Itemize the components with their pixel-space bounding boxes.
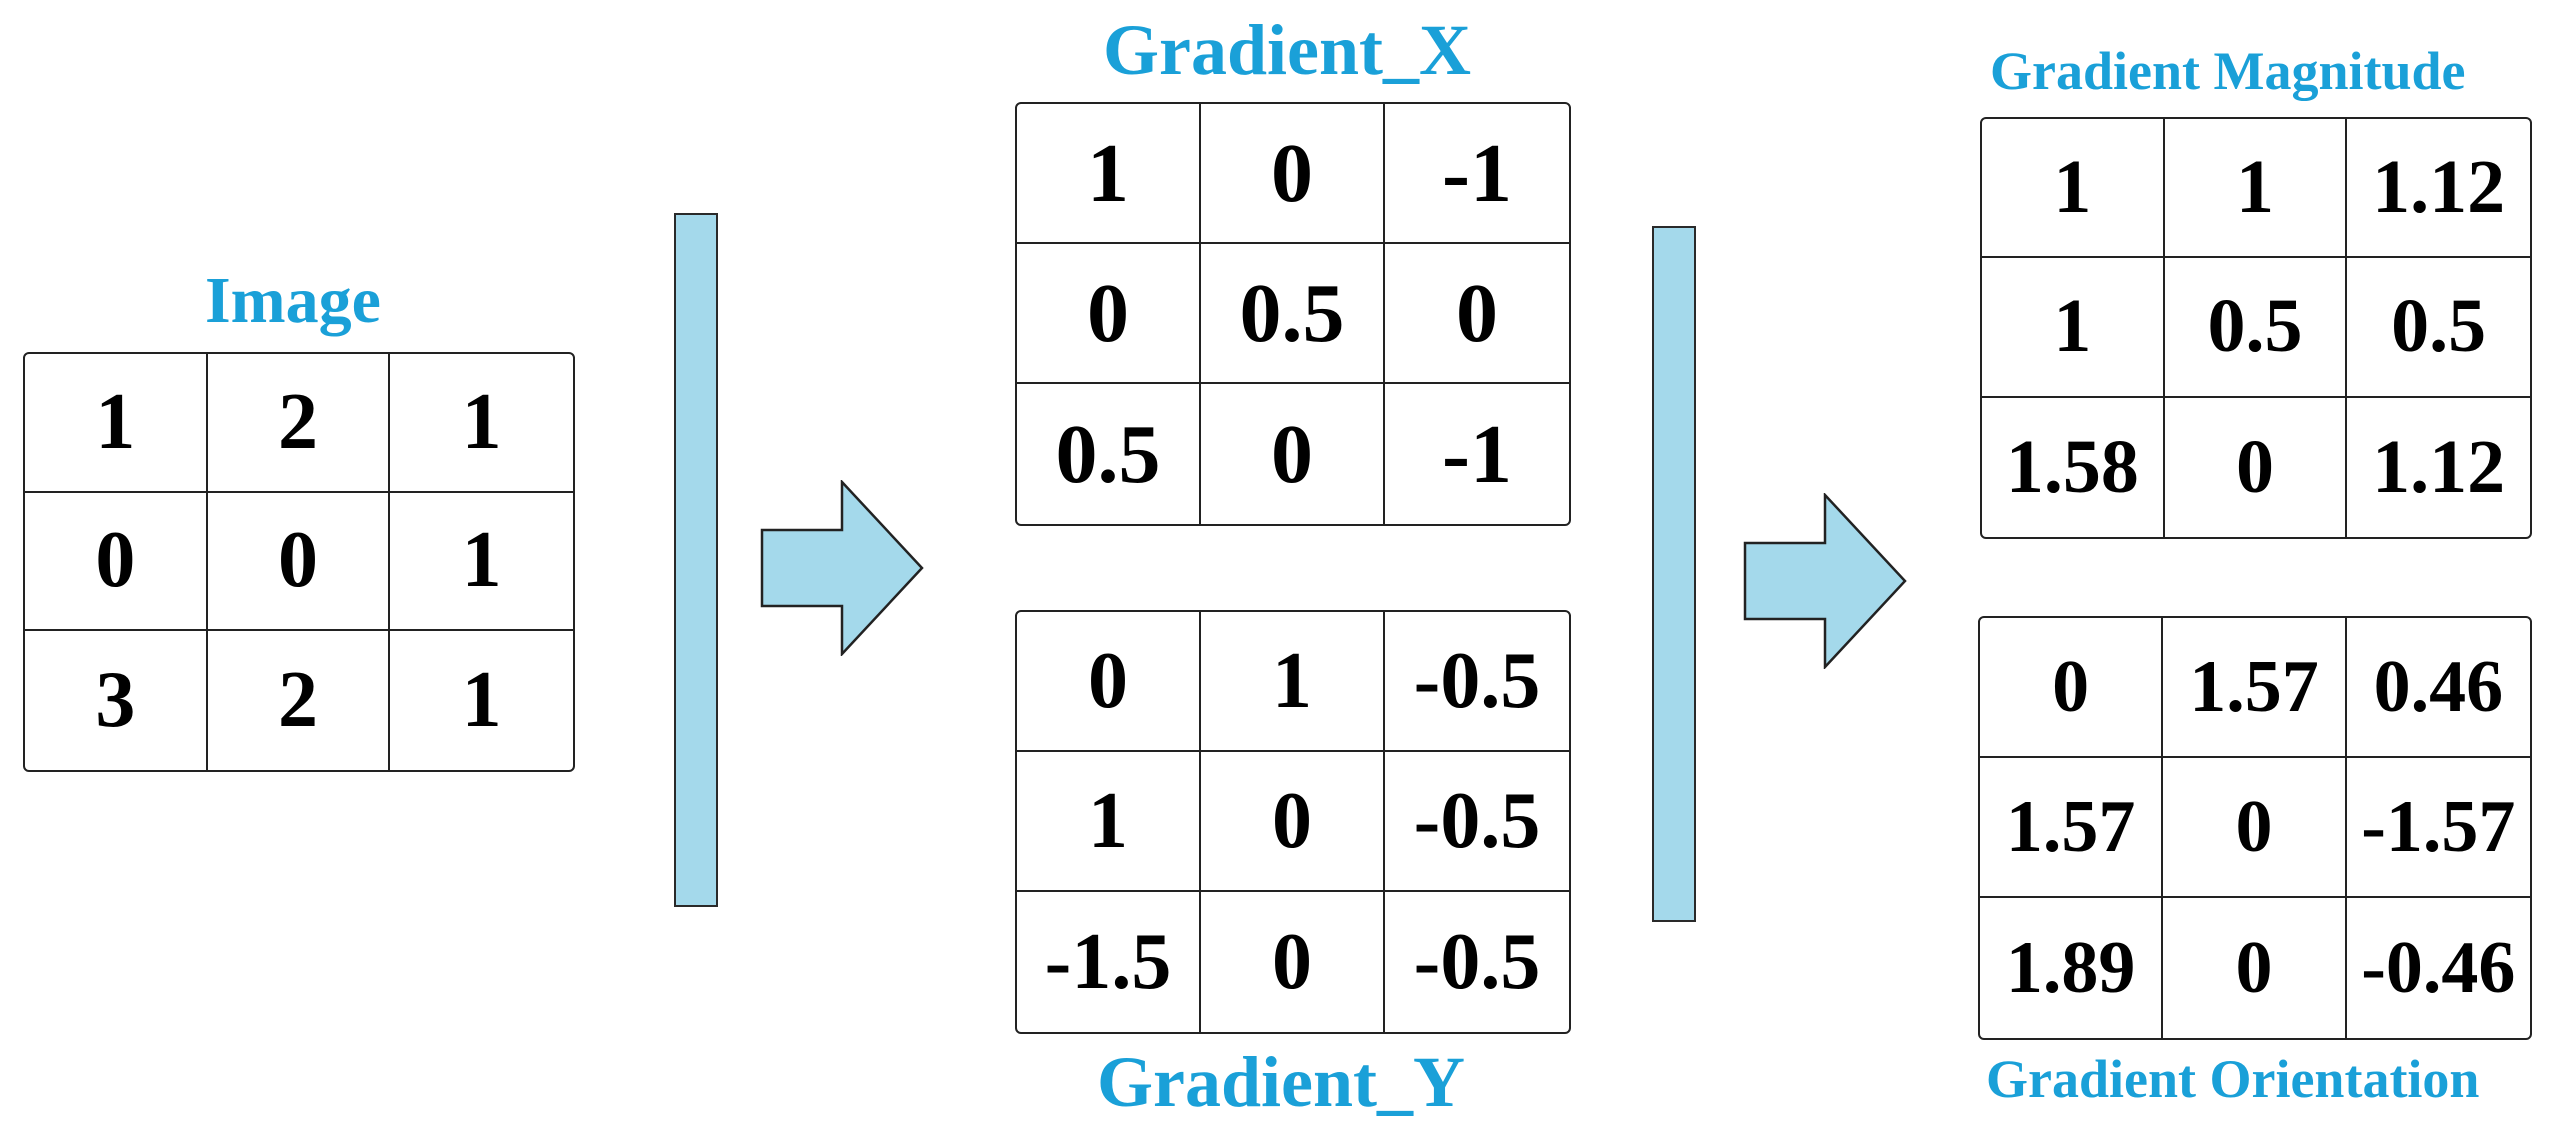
gradient-magnitude-title: Gradient Magnitude <box>1990 41 2466 101</box>
matrix-cell: -0.5 <box>1385 612 1569 752</box>
matrix-cell: 1.58 <box>1982 397 2165 537</box>
matrix-cell: 1 <box>1982 119 2165 259</box>
matrix-cell: 1.89 <box>1980 898 2164 1038</box>
matrix-cell: -1.5 <box>1017 892 1201 1032</box>
matrix-cell: 0.46 <box>2346 618 2530 758</box>
matrix-cell: 1 <box>2164 119 2348 259</box>
matrix-cell: 0 <box>1980 618 2164 758</box>
matrix-cell: 1.12 <box>2347 119 2530 259</box>
right-arrow-icon <box>1743 493 1907 669</box>
matrix-cell: 0.5 <box>1201 244 1385 384</box>
matrix-cell: 0 <box>207 492 391 632</box>
image-title: Image <box>205 264 381 337</box>
gradient-y-title: Gradient_Y <box>1097 1042 1465 1122</box>
matrix-cell: -0.46 <box>2361 926 2516 1009</box>
matrix-cell: 0 <box>2163 898 2347 1038</box>
gradient-orientation-title: Gradient Orientation <box>1986 1049 2480 1109</box>
matrix-cell: -1 <box>1442 407 1512 501</box>
matrix-cell: -0.5 <box>1413 917 1541 1006</box>
matrix-cell: 1 <box>390 354 573 493</box>
matrix-cell: 0 <box>1201 892 1385 1032</box>
matrix-cell: 0.5 <box>2164 258 2348 398</box>
matrix-cell: 0 <box>1201 104 1385 244</box>
matrix-cell: 1 <box>1201 612 1385 752</box>
matrix-cell: 0.5 <box>1017 384 1201 524</box>
matrix-cell: 0 <box>2163 758 2347 898</box>
separator-bar-left <box>674 213 718 907</box>
matrix-cell: 1 <box>1017 104 1201 244</box>
matrix-cell: 0 <box>1385 244 1569 384</box>
matrix-cell: 0 <box>1017 612 1201 752</box>
matrix-cell: 0 <box>1017 244 1201 384</box>
matrix-cell: 2 <box>207 354 391 493</box>
matrix-cell: 0 <box>25 492 208 632</box>
matrix-cell: 3 <box>25 631 208 770</box>
matrix-cell: 1 <box>25 354 208 493</box>
matrix-cell: 0.5 <box>2347 258 2530 398</box>
matrix-cell: 1.57 <box>2163 618 2347 758</box>
matrix-cell: 1 <box>390 493 573 632</box>
matrix-cell: -1 <box>1385 104 1569 244</box>
matrix-cell: 1.12 <box>2372 424 2506 509</box>
matrix-cell: 0 <box>2165 397 2348 537</box>
matrix-cell: 1 <box>1982 258 2165 398</box>
matrix-cell: 1.57 <box>1980 758 2164 898</box>
matrix-cell: 0 <box>1201 384 1385 524</box>
matrix-cell: -1.57 <box>2346 758 2530 898</box>
matrix-cell: 1 <box>461 656 502 745</box>
matrix-cell: -0.5 <box>1385 752 1569 892</box>
matrix-cell: 2 <box>208 631 391 770</box>
matrix-cell: 0 <box>1201 752 1385 892</box>
matrix-cell: 1 <box>1017 752 1201 892</box>
gradient-x-title: Gradient_X <box>1103 10 1471 90</box>
right-arrow-icon <box>760 480 924 656</box>
separator-bar-right <box>1652 226 1696 922</box>
